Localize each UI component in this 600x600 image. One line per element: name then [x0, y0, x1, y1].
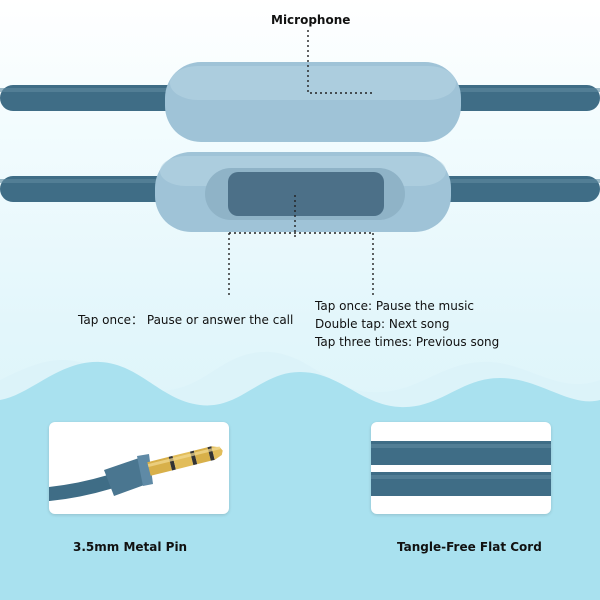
- flat-cord-card: [371, 422, 551, 514]
- control-double-tap: Double tap: Next song: [315, 317, 450, 331]
- call-control-label: Tap once： Pause or answer the call: [78, 313, 294, 327]
- flat-cord-label: Tangle-Free Flat Cord: [397, 540, 542, 554]
- control-tap-three: Tap three times: Previous song: [315, 335, 500, 349]
- control-tap-once: Tap once: Pause the music: [315, 299, 475, 313]
- leader-lines: [228, 30, 374, 295]
- flat-cord-icon: [371, 441, 551, 496]
- microphone-label: Microphone: [271, 13, 351, 27]
- metal-pin-card: [49, 422, 229, 514]
- microphone-cable: [0, 62, 600, 142]
- remote-cable: [0, 152, 600, 232]
- metal-pin-label: 3.5mm Metal Pin: [73, 540, 188, 554]
- audio-jack-icon: [49, 446, 223, 501]
- music-controls-list: Tap once: Pause the music Double tap: Ne…: [315, 297, 499, 351]
